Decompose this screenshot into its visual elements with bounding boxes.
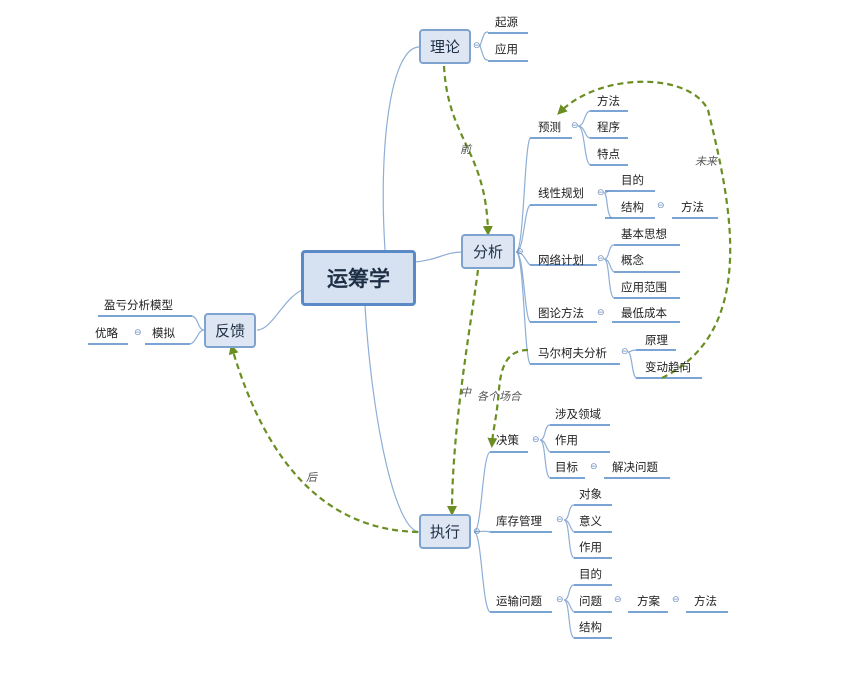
relation-label-middle: 中 [460,386,471,399]
collapse-toggle-transport-plan[interactable]: ⊖ [672,595,680,605]
transport-topic[interactable]: 运输问题 [496,594,542,608]
network-idea[interactable]: 基本思想 [621,227,667,241]
collapse-toggle-graph[interactable]: ⊖ [597,308,605,318]
collapse-toggle-analysis[interactable]: ⊖ [516,247,524,257]
graph-mincost[interactable]: 最低成本 [621,306,667,320]
feedback-optimize[interactable]: 优略 [95,326,118,340]
network-topic[interactable]: 网络计划 [538,253,584,267]
network-concept[interactable]: 概念 [621,253,644,267]
collapse-toggle-decision-target[interactable]: ⊖ [590,462,598,472]
connector-theory-children [479,31,489,61]
connector-markov-children [627,349,637,379]
linear-method[interactable]: 方法 [681,200,704,214]
theory-application[interactable]: 应用 [495,42,518,56]
connector-transport-children [563,584,575,639]
connector-root-analysis [414,251,463,263]
collapse-toggle-markov[interactable]: ⊖ [621,347,629,357]
transport-plan[interactable]: 方案 [637,594,660,608]
arrow-markov-to-forecast [557,80,732,379]
graph-topic[interactable]: 图论方法 [538,306,584,320]
feedback-node[interactable]: 反馈 [204,313,256,348]
arrow-execution-to-feedback [228,344,419,534]
network-scope[interactable]: 应用范围 [621,280,667,294]
feedback-simulate[interactable]: 模拟 [152,326,175,340]
collapse-toggle-network[interactable]: ⊖ [597,254,605,264]
arrow-markov-to-decision [487,348,529,448]
transport-problem[interactable]: 问题 [579,594,602,608]
inventory-object[interactable]: 对象 [579,487,602,501]
linear-structure[interactable]: 结构 [621,200,644,214]
collapse-toggle-transport-problem[interactable]: ⊖ [614,595,622,605]
forecast-method[interactable]: 方法 [597,94,620,108]
relation-label-after: 后 [306,471,317,484]
transport-goal[interactable]: 目的 [579,567,602,581]
transport-structure[interactable]: 结构 [579,620,602,634]
connector-decision-children [539,424,551,479]
linear-goal[interactable]: 目的 [621,173,644,187]
relation-label-future: 未来 [695,155,717,168]
collapse-toggle-linear[interactable]: ⊖ [597,188,605,198]
analysis-node[interactable]: 分析 [461,234,515,269]
root-node[interactable]: 运筹学 [301,250,416,306]
decision-area[interactable]: 涉及领域 [555,407,601,421]
decision-solve[interactable]: 解决问题 [612,460,658,474]
markov-principle[interactable]: 原理 [645,333,668,347]
collapse-toggle-execution[interactable]: ⊖ [473,527,481,537]
collapse-toggle-transport[interactable]: ⊖ [556,595,564,605]
collapse-toggle-inventory[interactable]: ⊖ [556,515,564,525]
decision-topic[interactable]: 决策 [496,433,519,447]
inventory-role[interactable]: 作用 [579,540,602,554]
forecast-topic[interactable]: 预测 [538,120,561,134]
collapse-toggle-decision[interactable]: ⊖ [532,435,540,445]
collapse-toggle-forecast[interactable]: ⊖ [571,121,579,131]
inventory-topic[interactable]: 库存管理 [496,514,542,528]
decision-role[interactable]: 作用 [555,433,578,447]
connector-root-theory [382,46,421,251]
connector-analysis-trunk [515,137,531,365]
connector-forecast-children [577,110,591,166]
inventory-meaning[interactable]: 意义 [579,514,602,528]
theory-node[interactable]: 理论 [419,29,471,64]
markov-topic[interactable]: 马尔柯夫分析 [538,346,607,360]
connector-network-children [603,244,615,299]
relation-label-scenes: 各个场合 [477,390,521,403]
markov-trend[interactable]: 变动趋向 [645,360,691,374]
forecast-feature[interactable]: 特点 [597,147,620,161]
execution-node[interactable]: 执行 [419,514,471,549]
feedback-breakeven[interactable]: 盈亏分析模型 [104,298,173,312]
connector-inventory-children [563,504,575,559]
connector-root-feedback [256,289,303,331]
arrow-theory-to-analysis [442,65,493,236]
decision-target[interactable]: 目标 [555,460,578,474]
relation-label-before: 前 [460,143,471,156]
arrow-analysis-to-execution [447,269,480,516]
collapse-toggle-feedback-simulate[interactable]: ⊖ [134,328,142,338]
connector-feedback-children [189,315,205,345]
collapse-toggle-linear-structure[interactable]: ⊖ [657,201,665,211]
connector-execution-trunk [473,451,491,613]
collapse-toggle-theory[interactable]: ⊖ [473,41,481,51]
connector-root-execution [364,305,421,533]
theory-origin[interactable]: 起源 [495,15,518,29]
linear-topic[interactable]: 线性规划 [538,186,584,200]
forecast-procedure[interactable]: 程序 [597,120,620,134]
connector-linear-children [603,190,613,219]
transport-method[interactable]: 方法 [694,594,717,608]
